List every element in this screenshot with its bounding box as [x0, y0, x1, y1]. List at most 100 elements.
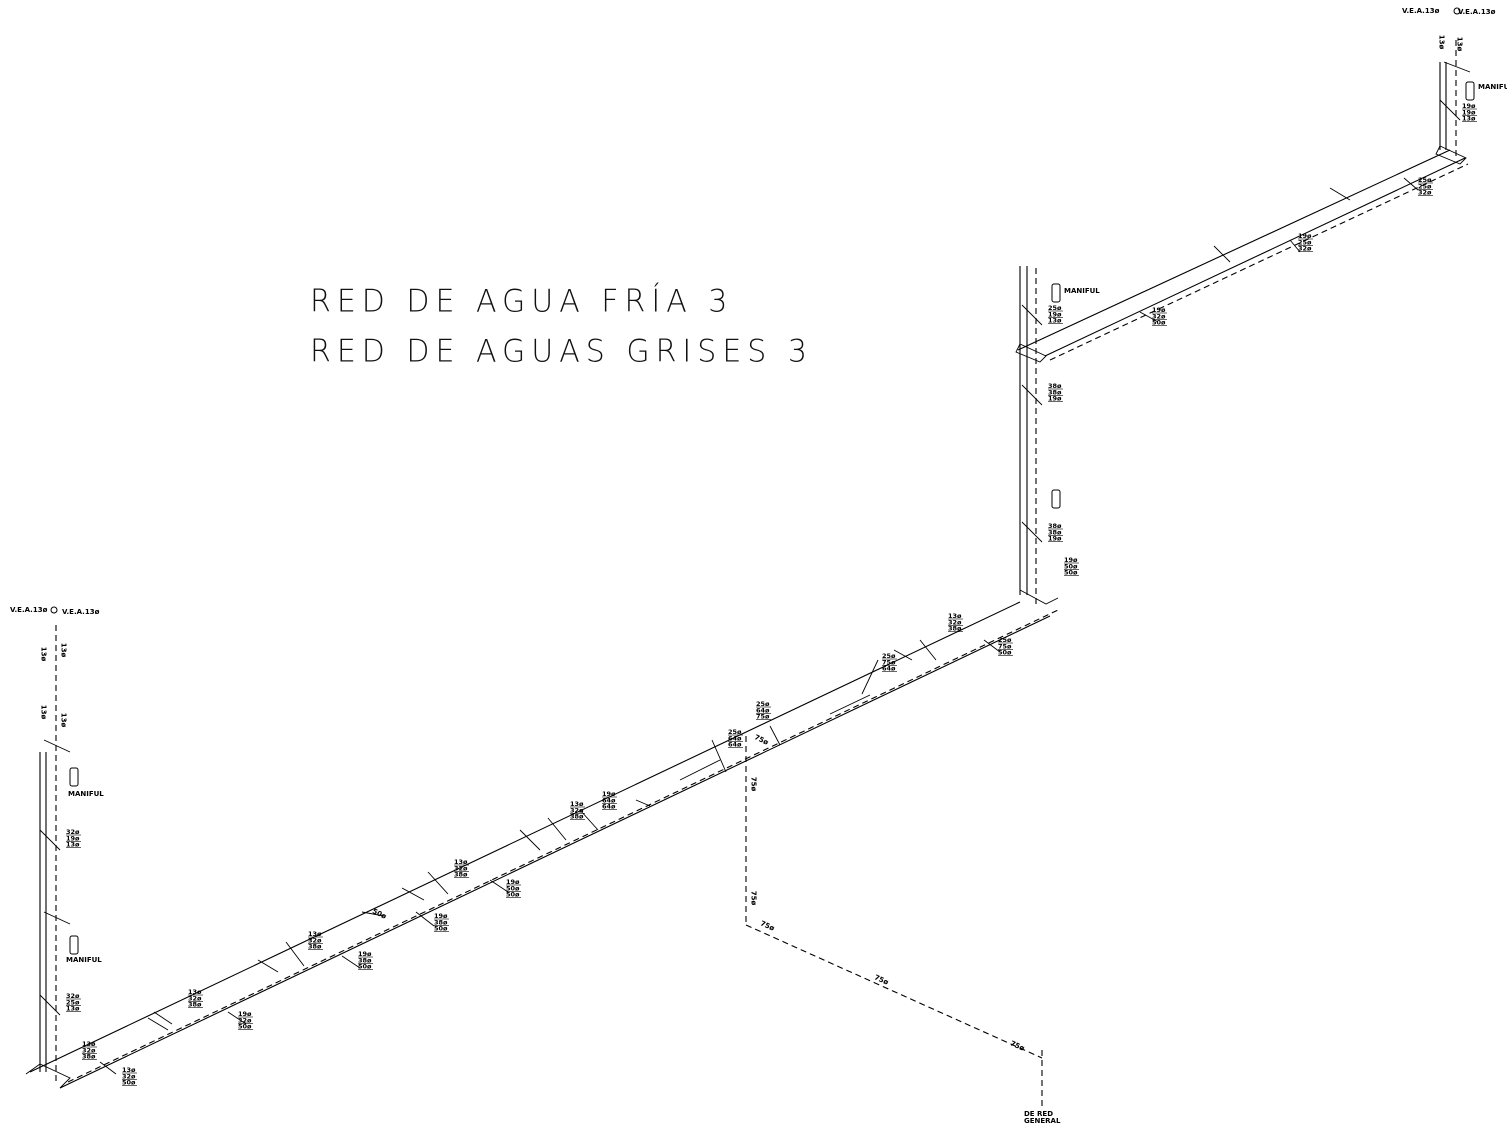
pipe-size-label: 50ø [1064, 569, 1078, 577]
pipe-size-label: 13ø [948, 612, 962, 620]
pipe-size-label: 38ø [308, 943, 322, 951]
riser-size-label-d: 13ø [59, 712, 68, 728]
pipe-size-label: 25ø [1418, 176, 1432, 184]
pipe-size-label: 19ø [602, 790, 616, 798]
pipe-size-label: 32ø [1418, 189, 1432, 197]
pipe-size-label: 64ø [602, 796, 616, 804]
pipe-size-label: 25ø [728, 728, 742, 736]
source-label-line2: GENERAL [1024, 1117, 1061, 1125]
pipe-size-label: 32ø [1152, 312, 1166, 320]
pipe-size-label: 32ø [454, 864, 468, 872]
pipe-size-label: 19ø [1064, 556, 1078, 564]
pipe-size-label: 38ø [454, 871, 468, 879]
pipe-size-label: 50ø [434, 925, 448, 933]
pipe-size-label: 19ø [1048, 310, 1062, 318]
manifold-label-2: MANIFUL [66, 956, 102, 964]
manifold-label-3: MANIFUL [1064, 287, 1100, 295]
riser-size-label-c: 13ø [39, 704, 48, 720]
pipe-size-label: 19ø [238, 1010, 252, 1018]
pipe-size-label: 38ø [1048, 522, 1062, 530]
pipe-size-label: 64ø [728, 734, 742, 742]
pipe-size-label: 13ø [82, 1040, 96, 1048]
pipe-size-label: 13ø [1048, 317, 1062, 325]
pipe-size-label: 13ø [1462, 115, 1476, 123]
pipe-size-label: 50ø [238, 1023, 252, 1031]
manifold-label-4: MANIFUL [1478, 83, 1507, 91]
pipe-size-label: 50ø [1064, 562, 1078, 570]
pipe-size-label: 32ø [570, 806, 584, 814]
pipe-size-label: 64ø [882, 665, 896, 673]
riser-size-label-e: 13ø [1437, 34, 1446, 50]
title-cold-water-network: RED DE AGUA FRÍA 3 [310, 283, 734, 320]
drain-line [745, 736, 1043, 1108]
pipe-size-label: 32ø [66, 828, 80, 836]
pipe-size-label: 50ø [998, 649, 1012, 657]
drain-size-label-b: 75ø [749, 776, 758, 792]
pipe-size-label: 38ø [1048, 528, 1062, 536]
pipe-size-label: 19ø [1048, 395, 1062, 403]
middle-riser [1015, 266, 1059, 605]
pipe-size-label: 19ø [1152, 306, 1166, 314]
branch-stubs [99, 177, 1419, 1075]
pipe-size-label: 75ø [882, 658, 896, 666]
pipe-size-label: 32ø [66, 992, 80, 1000]
pipe-size-label: 38ø [82, 1053, 96, 1061]
pipe-size-label: 38ø [1048, 382, 1062, 390]
vent-label-left-b: V.E.A.13ø [62, 608, 100, 616]
pipe-size-label: 19ø [434, 912, 448, 920]
pipe-size-label: 38ø [948, 625, 962, 633]
pipe-size-label: 38ø [570, 813, 584, 821]
pipe-size-label: 50ø [358, 963, 372, 971]
vent-label-left-a: V.E.A.13ø [10, 606, 48, 614]
pipe-size-label: 64ø [602, 803, 616, 811]
pipe-size-label: 13ø [122, 1066, 136, 1074]
pipe-size-label: 64ø [756, 706, 770, 714]
pipe-size-label: 38ø [434, 918, 448, 926]
pipe-size-label: 25ø [1048, 304, 1062, 312]
pipe-size-label: 13ø [188, 988, 202, 996]
pipe-size-label: 19ø [66, 834, 80, 842]
pipe-size-label: 13ø [454, 858, 468, 866]
pipe-size-label: 75ø [998, 642, 1012, 650]
main-supply-line [29, 149, 1469, 1089]
pipe-size-label: 32ø [948, 618, 962, 626]
pipe-size-label: 25ø [66, 998, 80, 1006]
pipe-size-label: 50ø [122, 1079, 136, 1087]
pipe-size-label: 25ø [756, 700, 770, 708]
pipe-size-label: 19ø [506, 878, 520, 886]
pipe-size-label: 50ø [1152, 319, 1166, 327]
riser-size-label-b: 13ø [59, 642, 68, 658]
pipe-size-label: 13ø [570, 800, 584, 808]
pipe-size-label: 25ø [1418, 182, 1432, 190]
pipe-size-label: 25ø [882, 652, 896, 660]
pipe-size-label: 13ø [66, 841, 80, 849]
right-riser [1435, 40, 1471, 165]
size-labels-layer: 13ø32ø38ø32ø19ø13ø32ø25ø13ø13ø32ø50ø13ø3… [66, 102, 1477, 1087]
pipe-size-label: 64ø [728, 741, 742, 749]
pipe-size-label: 32ø [188, 994, 202, 1002]
pipe-size-label: 13ø [308, 930, 322, 938]
pipe-size-label: 19ø [1048, 535, 1062, 543]
drain-size-label-c: 75ø [749, 890, 758, 906]
pipe-size-label: 38ø [1048, 388, 1062, 396]
